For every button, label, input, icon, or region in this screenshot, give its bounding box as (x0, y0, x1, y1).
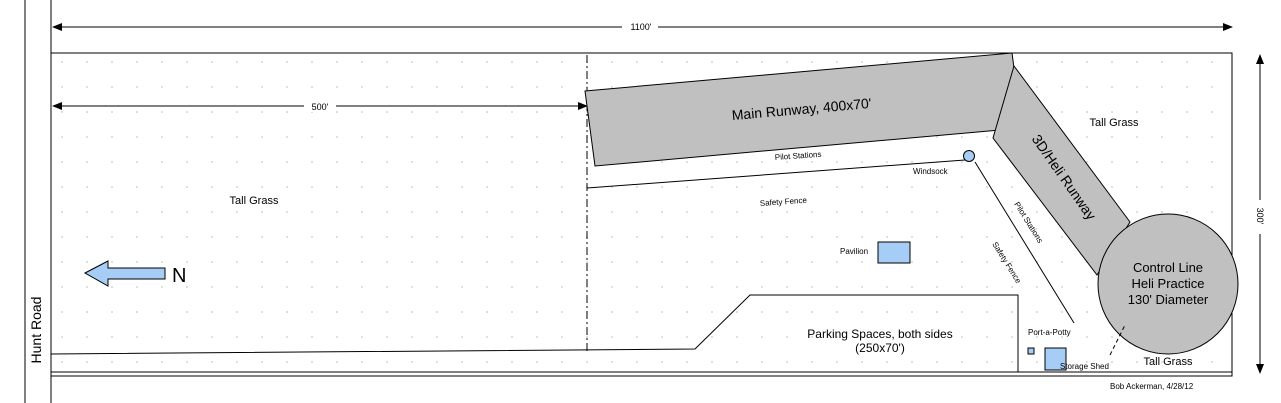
safety-fence-main (586, 159, 966, 189)
safety-fence-heli (974, 161, 1075, 324)
parking-label-1: Parking Spaces, both sides (807, 327, 952, 341)
property-boundary (50, 52, 1233, 377)
heli-runway (992, 64, 1131, 276)
pavilion (877, 241, 911, 264)
shed-leader-line (1109, 324, 1126, 356)
tall-grass-north-label: Tall Grass (1090, 117, 1139, 129)
safety-fence-main-label: Safety Fence (760, 196, 808, 208)
dimension-label-depth: 300' (1255, 208, 1265, 225)
field-south-boundary (50, 294, 1019, 372)
windsock-label: Windsock (913, 167, 949, 176)
control-line-label-1: Control Line (1133, 260, 1203, 275)
port-a-potty-label: Port-a-Potty (1028, 328, 1071, 337)
left-section-label-bg (304, 100, 336, 112)
road-label: Hunt Road (28, 297, 44, 364)
pilot-stations-main-label: Pilot Stations (775, 150, 822, 162)
control-line-label-2: Heli Practice (1132, 276, 1205, 291)
control-line-circle (1097, 213, 1239, 355)
dimension-label-overall-width: 1100' (630, 22, 651, 32)
storage-shed-label: Storage Shed (1060, 362, 1109, 371)
overall-width-label-bg (622, 20, 658, 32)
north-arrow-icon (83, 260, 166, 287)
tall-grass-west-label: Tall Grass (230, 195, 279, 207)
pavilion-label: Pavilion (840, 247, 868, 256)
port-a-potty (1027, 347, 1035, 355)
parking-label-2: (250x70') (855, 341, 905, 355)
control-line-label-3: 130' Diameter (1128, 292, 1209, 307)
depth-label-bg (1254, 200, 1266, 234)
storage-shed (1044, 347, 1067, 371)
tall-grass-south-label: Tall Grass (1144, 356, 1193, 368)
north-label: N (172, 265, 186, 287)
windsock-icon (963, 150, 975, 162)
dimension-label-left-section: 500' (312, 102, 329, 112)
author-label: Bob Ackerman, 4/28/12 (1110, 382, 1194, 391)
